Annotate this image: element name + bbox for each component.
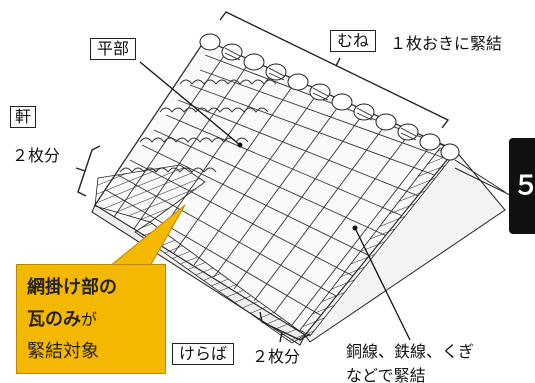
noki-label: 軒 xyxy=(10,106,37,128)
callout-box: 網掛け部の 瓦のみが 緊結対象 xyxy=(16,264,166,374)
callout-line2: 瓦のみが xyxy=(27,311,97,329)
keraba-bracket xyxy=(259,311,311,341)
mune-label: むね xyxy=(330,30,377,52)
mune-note: １枚おきに緊結 xyxy=(390,34,503,53)
heibu-label: 平部 xyxy=(90,38,137,60)
callout-line1: 網掛け部の xyxy=(27,277,117,298)
heibu-leader xyxy=(139,61,241,146)
wire-leader xyxy=(354,227,411,341)
callout-line2-bold: 瓦のみ xyxy=(27,309,81,330)
callout-line3: 緊結対象 xyxy=(27,341,99,362)
keraba-count: ２枚分 xyxy=(252,347,301,366)
mune-bracket xyxy=(219,11,450,129)
noki-hatch xyxy=(94,164,206,223)
keraba-hatch xyxy=(134,221,306,344)
keraba-label: けらば xyxy=(172,343,235,365)
noki-count: ２枚分 xyxy=(12,146,61,165)
wire-note-line2: などで緊結 xyxy=(346,366,426,383)
ridge-hatch xyxy=(224,47,417,141)
wire-note-line1: 銅線、鉄線、くぎ xyxy=(346,342,475,361)
callout-line2-rest: が xyxy=(81,310,98,329)
side-tab: ５ xyxy=(509,138,535,234)
